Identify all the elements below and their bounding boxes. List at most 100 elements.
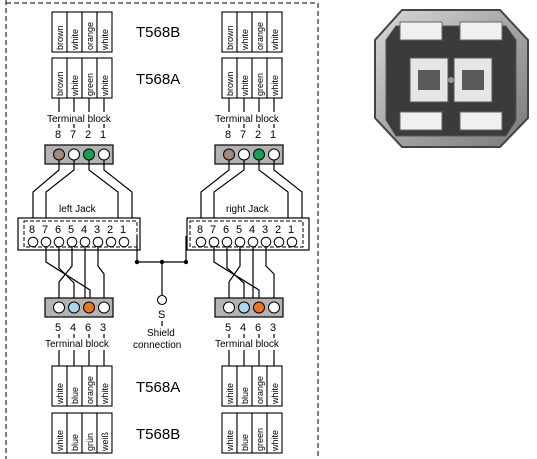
pin-number: 1 xyxy=(100,129,106,141)
pin-number: 4 xyxy=(70,322,76,334)
pin-number: 1 xyxy=(270,129,276,141)
wire-label: brown xyxy=(55,25,65,50)
top-right-t568b-labels: brown white orange white xyxy=(221,11,283,53)
wire-label: blue xyxy=(70,434,80,451)
jack-pin-number: 8 xyxy=(29,224,35,236)
shield-wiring xyxy=(136,236,187,295)
pin-number: 3 xyxy=(100,322,106,334)
jack-pin-number: 2 xyxy=(107,224,113,236)
jack-pin-number: 3 xyxy=(94,224,100,236)
wire-label: blue xyxy=(240,434,250,451)
wire-label: white xyxy=(270,383,280,405)
wire-label: white xyxy=(100,29,110,51)
wire-label: white xyxy=(70,29,80,51)
pin-number: 6 xyxy=(85,322,91,334)
terminal-block-label-bottom-right: Terminal block xyxy=(215,339,280,350)
wire-label: blue xyxy=(70,387,80,404)
wire-label: orange xyxy=(85,376,95,404)
bottom-left-t568b-labels: white blue grün weiß xyxy=(51,412,113,454)
pin-number: 8 xyxy=(55,129,61,141)
bottom-right-t568a-labels: white blue orange white xyxy=(221,365,283,407)
pin-number: 5 xyxy=(225,322,231,334)
jack-pin-number: 1 xyxy=(120,224,126,236)
right-jack-label: right Jack xyxy=(226,204,270,215)
pin-number: 6 xyxy=(255,322,261,334)
wire-label: green xyxy=(85,73,95,96)
top-left-crossing-wires xyxy=(32,160,133,232)
shield-symbol: S xyxy=(158,309,165,321)
jack-pin-number: 1 xyxy=(288,224,294,236)
wire-label: white xyxy=(100,383,110,405)
wire-label: brown xyxy=(225,25,235,50)
standard-t568b-bottom: T568B xyxy=(136,426,180,443)
pin-number: 2 xyxy=(85,129,91,141)
wire-label: weiß xyxy=(100,431,110,452)
jack-pin-number: 4 xyxy=(81,224,87,236)
left-jack xyxy=(17,217,141,251)
socket-photo xyxy=(374,9,529,148)
pin-number: 5 xyxy=(55,322,61,334)
wire-label: white xyxy=(225,383,235,405)
standard-t568b-top: T568B xyxy=(136,24,180,41)
pin-number: 4 xyxy=(240,322,246,334)
shield-junction xyxy=(134,259,140,265)
top-right-t568a-labels: brown white green white xyxy=(221,57,283,99)
pin-number: 7 xyxy=(70,129,76,141)
top-label-leads xyxy=(58,98,275,112)
shield-label-line2: connection xyxy=(133,340,181,351)
standard-t568a-bottom: T568A xyxy=(136,379,180,396)
terminal-block-bottom-right xyxy=(214,297,284,318)
wire-label: green xyxy=(255,428,265,451)
wire-label: orange xyxy=(255,376,265,404)
jack-pin-number: 7 xyxy=(210,224,216,236)
wire-label: white xyxy=(55,383,65,405)
bottom-left-t568a-labels: white blue orange white xyxy=(51,365,113,407)
terminal-block-label-top-left: Terminal block xyxy=(47,114,112,125)
wire-label: orange xyxy=(85,22,95,50)
wire-label: white xyxy=(225,430,235,452)
wire-label: green xyxy=(255,73,265,96)
wire-label: white xyxy=(270,430,280,452)
bottom-right-t568b-labels: white blue green white xyxy=(221,412,283,454)
shield-label-line1: Shield xyxy=(147,328,175,339)
jack-pin-number: 4 xyxy=(249,224,255,236)
jack-pin-number: 5 xyxy=(236,224,242,236)
shield-junction xyxy=(159,259,165,265)
jack-pin-number: 5 xyxy=(68,224,74,236)
wire-label: white xyxy=(240,75,250,97)
bottom-left-crossing-wires xyxy=(45,247,105,300)
terminal-block-bottom-left xyxy=(44,297,114,318)
jack-pin-number: 3 xyxy=(262,224,268,236)
terminal-block-top-left xyxy=(44,144,114,165)
wire-label: grün xyxy=(85,433,95,451)
wire-label: orange xyxy=(255,22,265,50)
wire-label: white xyxy=(270,29,280,51)
bottom-label-leads xyxy=(58,350,275,366)
wire-label: white xyxy=(100,75,110,97)
left-jack-label: left Jack xyxy=(59,204,97,215)
wire-label: white xyxy=(70,75,80,97)
right-jack xyxy=(186,217,310,251)
jack-pin-number: 2 xyxy=(275,224,281,236)
pin-number: 7 xyxy=(240,129,246,141)
shield-terminal xyxy=(156,294,168,306)
jack-pin-number: 8 xyxy=(197,224,203,236)
jack-pin-number: 6 xyxy=(223,224,229,236)
terminal-block-label-bottom-left: Terminal block xyxy=(45,339,110,350)
wire-label: white xyxy=(55,430,65,452)
terminal-block-label-top-right: Terminal block xyxy=(215,114,280,125)
top-left-t568b-labels: brown white orange white xyxy=(51,11,113,53)
bottom-ticks xyxy=(58,334,275,338)
wire-label: white xyxy=(240,29,250,51)
wire-label: brown xyxy=(225,71,235,96)
top-ticks xyxy=(58,124,275,128)
pin-number: 3 xyxy=(270,322,276,334)
top-left-t568a-labels: brown white green white xyxy=(51,57,113,99)
top-right-crossing-wires xyxy=(200,160,303,232)
pin-number: 8 xyxy=(225,129,231,141)
pin-number: 2 xyxy=(255,129,261,141)
wire-label: brown xyxy=(55,71,65,96)
bottom-right-crossing-wires xyxy=(213,247,275,300)
jack-pin-number: 6 xyxy=(55,224,61,236)
